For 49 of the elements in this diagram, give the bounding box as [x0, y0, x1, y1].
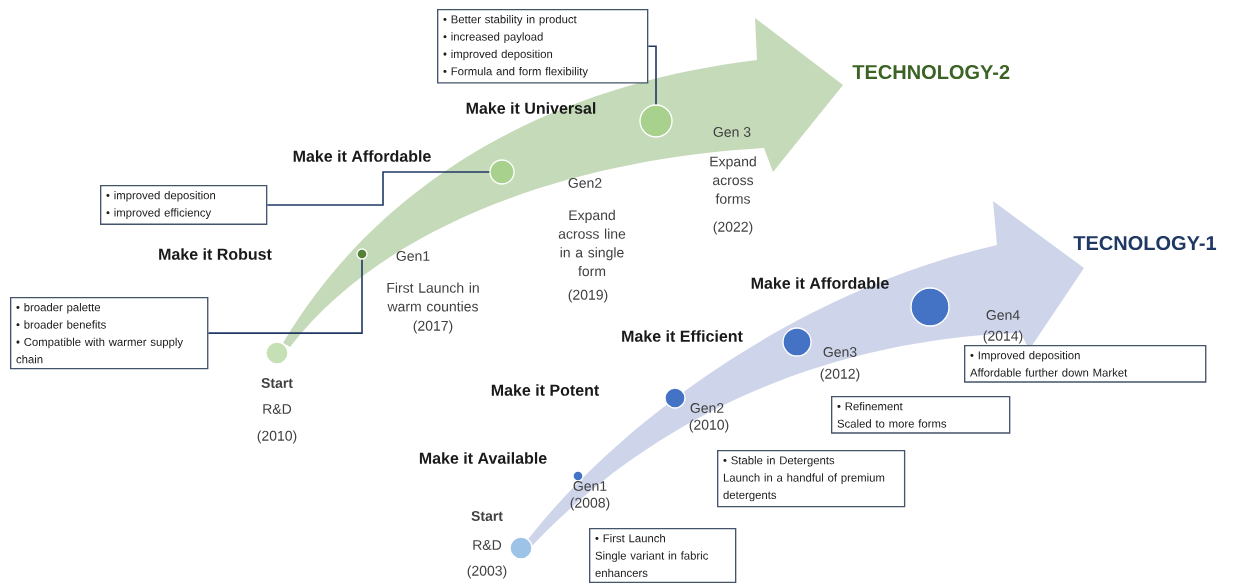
- milestone-label: Start: [261, 378, 293, 388]
- milestone-label: First Launch in warm counties: [387, 282, 479, 312]
- milestone-circle: [265, 341, 289, 365]
- bullet-box: • broader palette • broader benefits • Compatible with warmer supply chain: [10, 297, 209, 370]
- milestone-label: R&D: [473, 540, 502, 550]
- milestone-label: (2012): [820, 368, 860, 382]
- stage-heading: Make it Potent: [491, 384, 599, 396]
- milestone-label: (2010): [689, 419, 729, 433]
- milestone-label: Start: [471, 511, 503, 521]
- leader-line: [266, 171, 491, 206]
- milestone-label: (2010): [257, 430, 297, 444]
- milestone-circle: [489, 159, 515, 185]
- milestone-circle: [509, 536, 533, 560]
- stage-heading: Make it Universal: [466, 102, 596, 114]
- milestone-circle: [664, 387, 686, 409]
- stage-heading: Make it Robust: [159, 248, 272, 260]
- milestone-label: Gen2: [690, 403, 724, 413]
- milestone-label: Expand across forms: [710, 156, 756, 204]
- bullet-box: • Improved deposition Affordable further down Market: [964, 345, 1207, 383]
- milestone-circle: [639, 104, 673, 138]
- milestone-label: (2017): [413, 320, 453, 334]
- bullet-box: • improved deposition • improved efficiency: [100, 185, 268, 225]
- milestone-label: (2019): [568, 289, 608, 303]
- technology-title: TECHNOLOGY-2: [852, 64, 1010, 80]
- stage-heading: Make it Affordable: [751, 277, 889, 289]
- milestone-label: (2003): [467, 565, 507, 579]
- bullet-box: • First Launch Single variant in fabric enhancers: [589, 528, 737, 583]
- stage-heading: Make it Affordable: [293, 150, 431, 162]
- milestone-label: Gen1: [396, 251, 430, 261]
- milestone-label: (2022): [713, 221, 753, 235]
- stage-heading: Make it Efficient: [622, 330, 743, 342]
- bullet-box: • Better stability in product • increased payload • improved deposition • Formula and form flexibility: [437, 9, 649, 84]
- milestone-label: R&D: [263, 404, 292, 414]
- milestone-label: (2008): [570, 497, 610, 511]
- leader-line: [647, 45, 657, 106]
- milestone-circle: [910, 287, 950, 327]
- stage-heading: Make it Available: [419, 452, 547, 464]
- milestone-label: Expand across line in a single form: [558, 209, 626, 277]
- leader-line: [207, 258, 363, 334]
- bullet-box: • Stable in Detergents Launch in a handful of premium detergents: [717, 450, 906, 508]
- milestone-label: (2014): [983, 330, 1023, 344]
- technology-title: TECNOLOGY-1: [1073, 235, 1217, 251]
- milestone-circle: [782, 327, 812, 357]
- bullet-box: • Refinement Scaled to more forms: [831, 396, 1011, 434]
- milestone-label: Gen4: [986, 310, 1020, 320]
- milestone-label: Gen3: [823, 347, 857, 357]
- milestone-label: Gen 3: [713, 127, 751, 137]
- milestone-label: Gen2: [568, 178, 602, 188]
- milestone-label: Gen1: [573, 481, 607, 491]
